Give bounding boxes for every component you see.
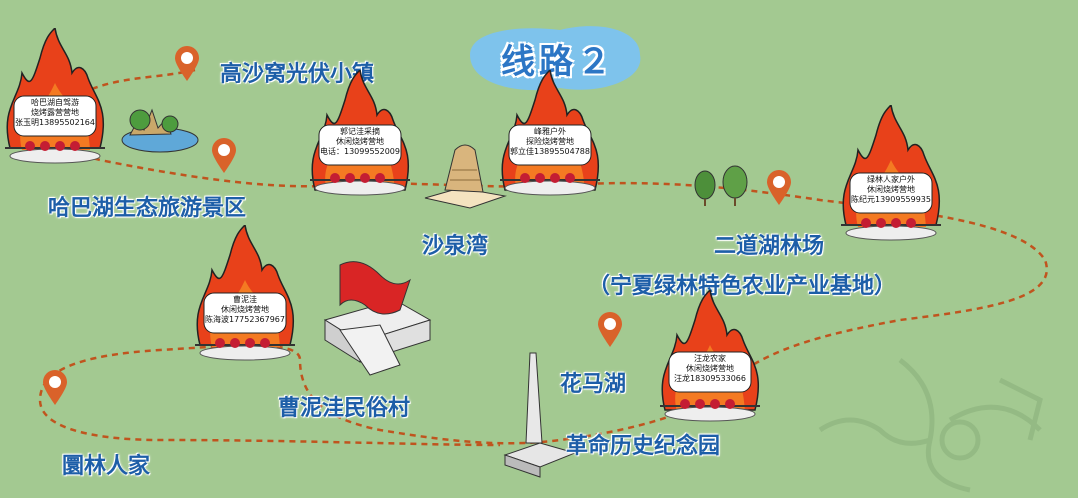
location-pin-icon[interactable] [211, 138, 237, 174]
camp-marker[interactable]: 汪龙农家 休闲烧烤营地 汪龙18309533066 [655, 290, 765, 440]
habahu-landmark-icon [121, 108, 199, 153]
fire-icon [195, 225, 295, 361]
shaquanwan-landmark-icon [424, 144, 507, 209]
place-label-gaosha: 高沙窝光伏小镇 [220, 61, 375, 87]
camp-name-line2: 休闲烧烤营地 [336, 137, 384, 146]
erdaohu-trees-icon [694, 165, 748, 206]
place-label-yuanlin: 圜林人家 [62, 453, 151, 479]
camp-marker[interactable]: 峰雅户外 探险烧烤营地 郭立佳13895504788 [495, 70, 605, 220]
fire-icon [500, 70, 600, 196]
place-label-ningxia: （宁夏绿林特色农业产业基地） [588, 273, 897, 299]
camp-name-line2: 休闲烧烤营地 [686, 364, 734, 373]
route-title: 线路２ [501, 42, 615, 82]
location-pin-icon[interactable] [174, 46, 200, 82]
camp-contact: 陈海波17752367967 [205, 315, 285, 324]
place-label-shaquanwan: 沙泉湾 [422, 233, 489, 259]
camp-card: 汪龙农家 休闲烧烤营地 汪龙18309533066 [669, 354, 751, 384]
camp-contact: 电话：13099552009 [320, 147, 400, 156]
camp-name-line1: 曹泥洼 [233, 295, 257, 304]
camp-contact: 郭立佳13895504788 [510, 147, 590, 156]
camp-marker[interactable]: 曹泥洼 休闲烧烤营地 陈海波17752367967 [190, 225, 300, 375]
camp-contact: 汪龙18309533066 [674, 374, 746, 383]
camp-name-line1: 哈巴湖自驾游 [31, 98, 79, 107]
geming-monument-icon [503, 352, 577, 478]
place-label-erdaohu: 二道湖林场 [714, 233, 825, 259]
fire-icon [841, 105, 941, 241]
camp-contact: 陈纪元13909559935 [851, 195, 931, 204]
caoniwa-landmark-icon [323, 261, 432, 376]
camp-card: 哈巴湖自驾游 烧烤露营营地 张玉明13895502164 [14, 98, 96, 128]
fire-icon [660, 290, 760, 422]
camp-name-line2: 探险烧烤营地 [526, 137, 574, 146]
camp-name-line1: 绿林人家户外 [867, 175, 915, 184]
location-pin-icon[interactable] [42, 370, 68, 406]
place-label-caoniwa: 曹泥洼民俗村 [278, 395, 411, 421]
camp-marker[interactable]: 绿林人家户外 休闲烧烤营地 陈纪元13909559935 [836, 105, 946, 255]
title-badge-shape [470, 26, 641, 91]
camp-card: 郭记洼采摘 休闲烧烤营地 电话：13099552009 [319, 127, 401, 157]
camp-name-line2: 烧烤露营营地 [31, 108, 79, 117]
fire-icon [5, 28, 105, 164]
decorative-pattern [818, 358, 1043, 493]
camp-marker[interactable]: 哈巴湖自驾游 烧烤露营营地 张玉明13895502164 [0, 28, 110, 178]
place-label-habahu: 哈巴湖生态旅游景区 [48, 195, 247, 221]
place-label-huamahu: 花马湖 [560, 371, 627, 397]
camp-card: 峰雅户外 探险烧烤营地 郭立佳13895504788 [509, 127, 591, 157]
camp-name-line1: 峰雅户外 [534, 127, 566, 136]
location-pin-icon[interactable] [597, 312, 623, 348]
camp-name-line2: 休闲烧烤营地 [867, 185, 915, 194]
camp-name-line2: 休闲烧烤营地 [221, 305, 269, 314]
camp-card: 曹泥洼 休闲烧烤营地 陈海波17752367967 [204, 295, 286, 325]
camp-name-line1: 郭记洼采摘 [340, 127, 380, 136]
location-pin-icon[interactable] [766, 170, 792, 206]
camp-contact: 张玉明13895502164 [15, 118, 95, 127]
camp-name-line1: 汪龙农家 [694, 354, 726, 363]
fire-icon [310, 70, 410, 196]
camp-marker[interactable]: 郭记洼采摘 休闲烧烤营地 电话：13099552009 [305, 70, 415, 220]
camp-card: 绿林人家户外 休闲烧烤营地 陈纪元13909559935 [850, 175, 932, 205]
place-label-geming: 革命历史纪念园 [566, 433, 721, 459]
